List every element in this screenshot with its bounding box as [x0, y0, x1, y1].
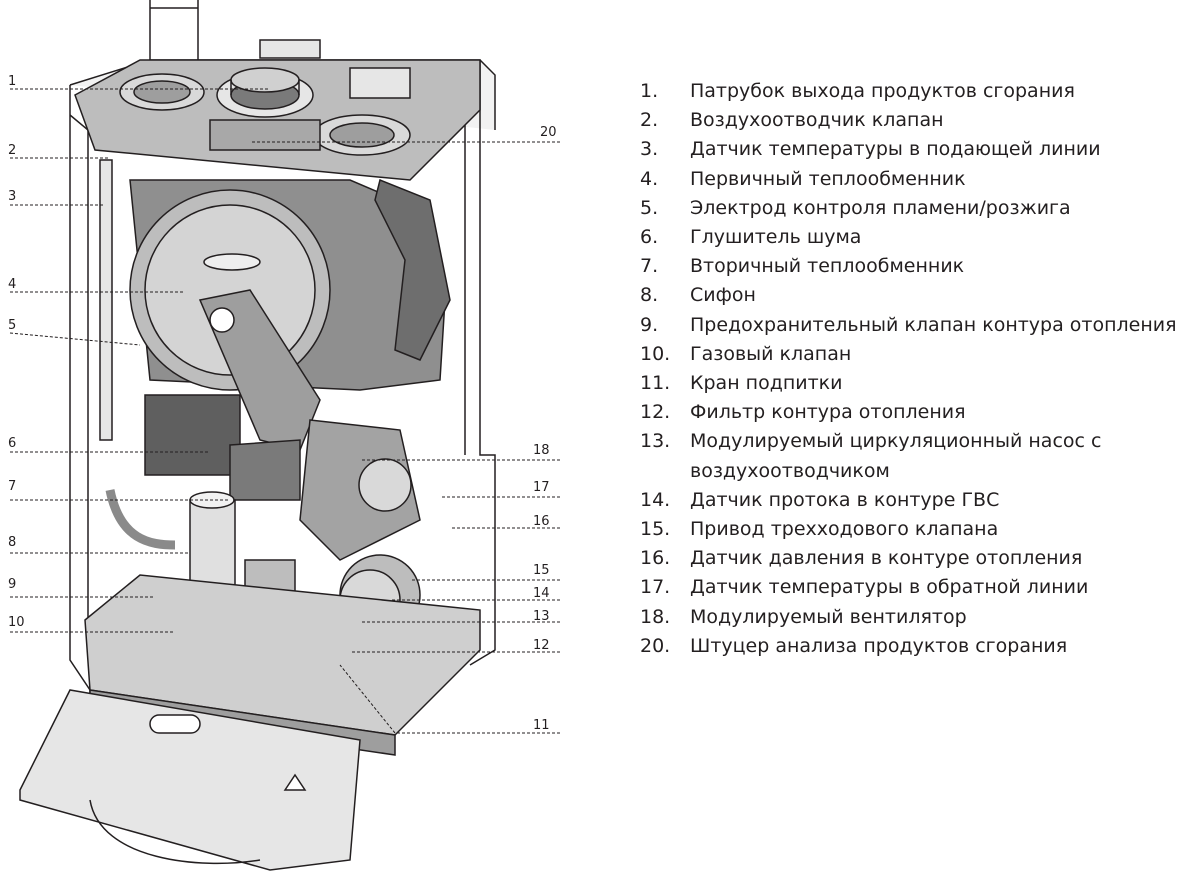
legend-text: Датчик температуры в подающей линии	[690, 138, 1101, 161]
legend-item: 18. Модулируемый вентилятор	[640, 603, 1200, 632]
callout-2: 2	[8, 143, 16, 158]
legend-number: 5.	[640, 196, 659, 219]
legend-item: 13. Модулируемый циркуляционный насос с в…	[640, 427, 1200, 485]
callout-13: 13	[533, 609, 550, 624]
legend-number: 12.	[640, 401, 671, 424]
legend-text: Электрод контроля пламени/розжига	[690, 196, 1071, 219]
callout-10: 10	[8, 615, 25, 630]
callout-7: 7	[8, 479, 16, 494]
callout-4: 4	[8, 277, 16, 292]
callout-3: 3	[8, 189, 16, 204]
legend-text: Вторичный теплообменник	[690, 255, 965, 278]
legend-item: 14. Датчик протока в контуре ГВС	[640, 486, 1200, 515]
legend-text: Патрубок выхода продуктов сгорания	[690, 80, 1075, 102]
legend-number: 9.	[640, 313, 659, 336]
callout-5: 5	[8, 318, 16, 333]
legend-text: Сифон	[690, 284, 756, 307]
legend-number: 8.	[640, 284, 659, 307]
legend-text: Датчик протока в контуре ГВС	[690, 488, 1000, 511]
legend-item: 7. Вторичный теплообменник	[640, 252, 1200, 281]
callout-labels: 1 2 3 4 5 6 7 8 9 10 20 18 17 16 15 14 1…	[8, 74, 557, 733]
top-panel	[74, 39, 481, 181]
legend-number: 17.	[640, 576, 671, 599]
callout-15: 15	[533, 563, 550, 578]
callout-6: 6	[8, 436, 16, 451]
lower-components	[99, 159, 421, 641]
leader-lines	[9, 88, 560, 734]
legend-number: 2.	[640, 109, 659, 132]
legend-text: Кран подпитки	[690, 372, 843, 395]
legend-number: 14.	[640, 488, 671, 511]
legend-number: 7.	[640, 255, 659, 278]
legend-item: 20. Штуцер анализа продуктов сгорания	[640, 632, 1200, 661]
callout-14: 14	[533, 586, 550, 601]
legend-item: 8. Сифон	[640, 281, 1200, 310]
legend-number: 13.	[640, 430, 671, 453]
legend-item: 5. Электрод контроля пламени/розжига	[640, 194, 1200, 223]
legend-number: 3.	[640, 138, 659, 161]
legend-item: 4. Первичный теплообменник	[640, 165, 1200, 194]
legend-text: Воздухоотводчик клапан	[690, 109, 944, 132]
legend-item: 10. Газовый клапан	[640, 340, 1200, 369]
callout-20: 20	[540, 125, 557, 140]
callout-17: 17	[533, 480, 550, 495]
component-legend: 1. Патрубок выхода продуктов сгорания 2. В…	[640, 77, 1200, 661]
legend-item: 3. Датчик температуры в подающей линии	[640, 135, 1200, 164]
legend-item: 17. Датчик температуры в обратной линии	[640, 573, 1200, 602]
legend-item: 11. Кран подпитки	[640, 369, 1200, 398]
legend-text: Датчик давления в контуре отопления	[690, 547, 1083, 570]
legend-number: 18.	[640, 605, 671, 628]
legend-item: 12. Фильтр контура отопления	[640, 398, 1200, 427]
legend-number: 4.	[640, 167, 659, 190]
callout-18: 18	[533, 443, 550, 458]
callout-12: 12	[533, 638, 550, 653]
legend-item: 15. Привод трехходового клапана	[640, 515, 1200, 544]
primary-heat-exchanger	[129, 178, 451, 451]
legend-item: 1. Патрубок выхода продуктов сгорания	[640, 77, 1200, 106]
control-panel	[19, 574, 481, 871]
legend-text: Модулируемый вентилятор	[690, 605, 967, 628]
legend-number: 1.	[640, 80, 659, 102]
callout-11: 11	[533, 718, 550, 733]
legend-text: Фильтр контура отопления	[690, 401, 966, 424]
legend-item: 2. Воздухоотводчик клапан	[640, 106, 1200, 135]
legend-text: Привод трехходового клапана	[690, 518, 999, 541]
legend-text: Предохранительный клапан контура отоплен…	[690, 313, 1177, 336]
callout-16: 16	[533, 514, 550, 529]
legend-item: 6. Глушитель шума	[640, 223, 1200, 252]
callout-1: 1	[8, 74, 16, 89]
callout-8: 8	[8, 535, 16, 550]
legend-number: 16.	[640, 547, 671, 570]
legend-number: 11.	[640, 372, 671, 395]
boiler-diagram: 1 2 3 4 5 6 7 8 9 10 20 18 17 16 15 14 1…	[8, 0, 560, 871]
legend-text: Первичный теплообменник	[690, 167, 966, 190]
legend-number: 10.	[640, 342, 671, 365]
legend-text: Модулируемый циркуляционный насос с возд…	[690, 430, 1102, 482]
legend-number: 6.	[640, 226, 659, 249]
legend-text: Газовый клапан	[690, 342, 852, 365]
legend-number: 15.	[640, 518, 671, 541]
legend-text: Глушитель шума	[690, 226, 862, 249]
legend-item: 16. Датчик давления в контуре отопления	[640, 544, 1200, 573]
legend-number: 20.	[640, 634, 671, 657]
legend-text: Датчик температуры в обратной линии	[690, 576, 1089, 599]
callout-9: 9	[8, 577, 16, 592]
legend-text: Штуцер анализа продуктов сгорания	[690, 634, 1068, 657]
legend-item: 9. Предохранительный клапан контура отопл…	[640, 311, 1200, 340]
